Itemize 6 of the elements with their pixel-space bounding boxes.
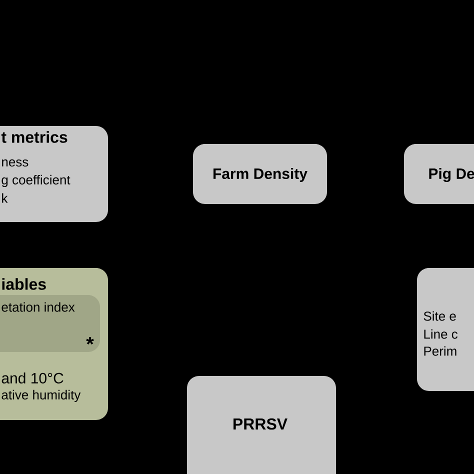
process-box: Pig De: [404, 144, 474, 204]
site-box: Site e Line c Perim: [417, 268, 474, 391]
process-box: Farm Density: [193, 144, 327, 204]
metrics-box: t metrics ness g coefficient k: [0, 126, 108, 222]
inner-box: etation index *: [0, 295, 100, 352]
process-box: PRRSV: [187, 376, 336, 474]
